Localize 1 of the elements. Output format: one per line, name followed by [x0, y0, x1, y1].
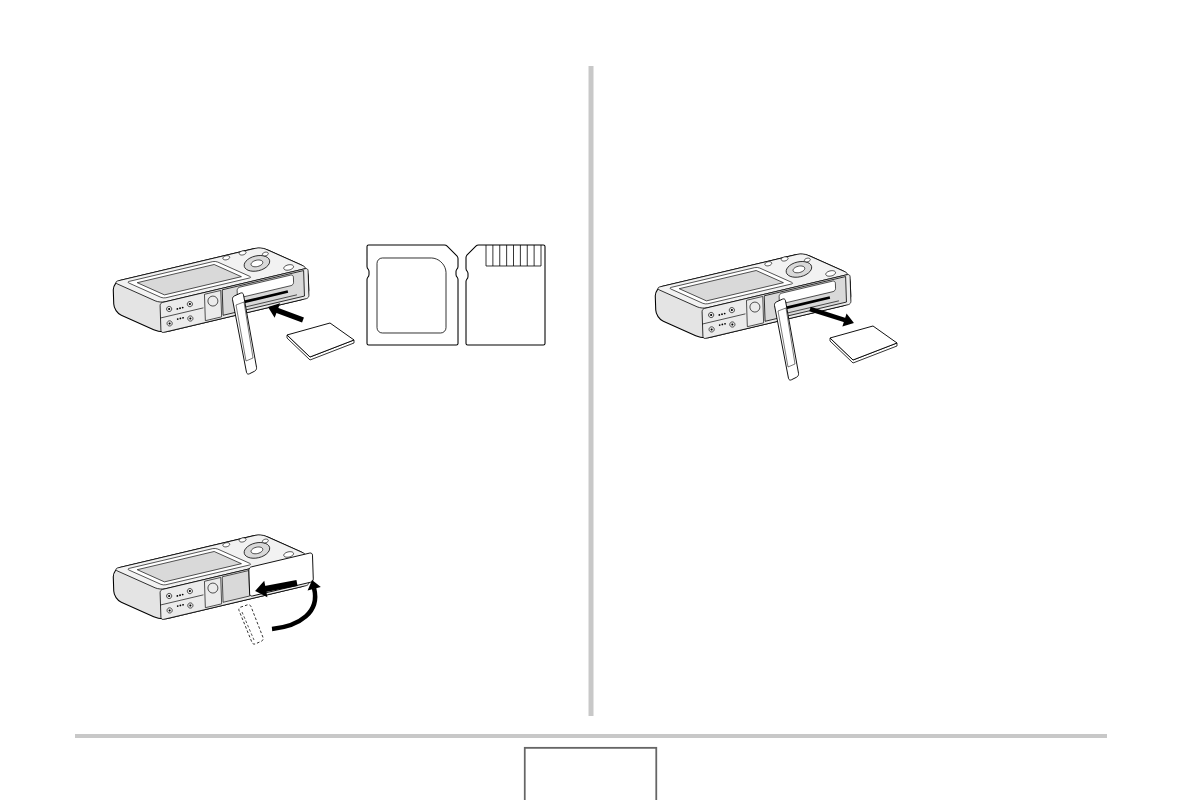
page-number-box: [523, 746, 658, 800]
